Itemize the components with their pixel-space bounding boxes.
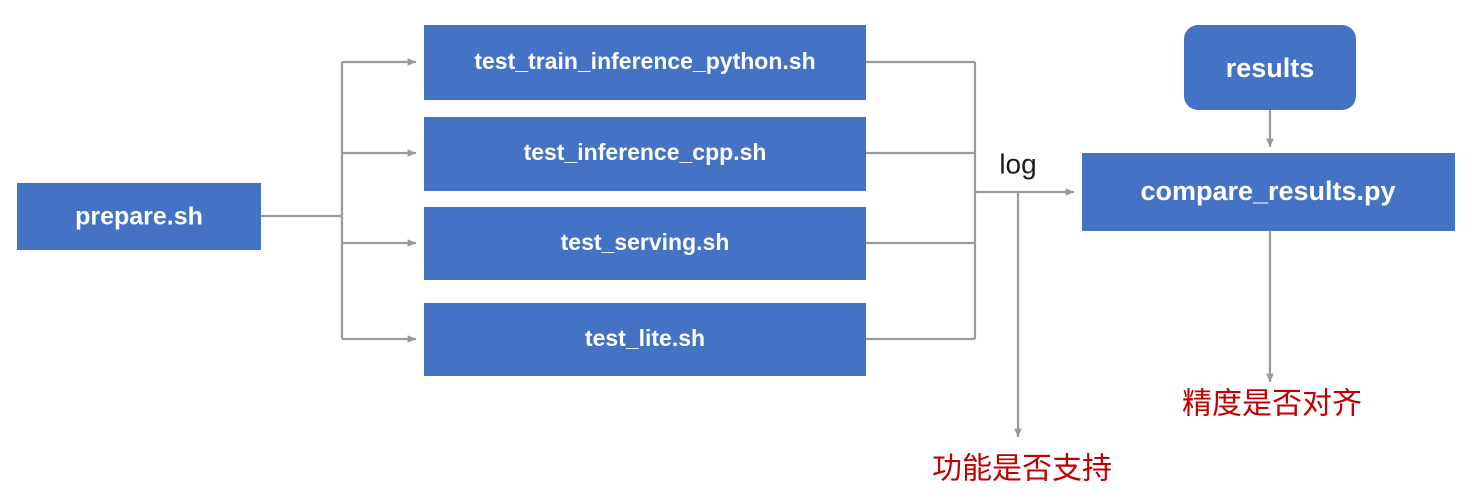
node-compare-results-label: compare_results.py (1140, 176, 1395, 206)
node-test-inference-cpp-label: test_inference_cpp.sh (524, 139, 767, 165)
node-test-serving-label: test_serving.sh (561, 229, 730, 255)
node-compare-results-shape[interactable] (1082, 153, 1455, 231)
note-function-support: 功能是否支持 (932, 452, 1112, 487)
note-precision-aligned: 精度是否对齐 (1182, 387, 1362, 422)
node-results-label: results (1226, 53, 1315, 83)
node-prepare-shape[interactable] (17, 183, 261, 250)
node-test-inference-cpp-shape[interactable] (424, 117, 866, 191)
node-results-shape[interactable] (1184, 25, 1356, 110)
node-prepare[interactable]: prepare.sh (17, 183, 261, 250)
node-test-lite-shape[interactable] (424, 303, 866, 376)
node-test-lite[interactable]: test_lite.sh (424, 303, 866, 376)
node-test-lite-label: test_lite.sh (585, 325, 705, 351)
edge-label-log: log (999, 148, 1036, 179)
edges-merge-to-compare (866, 60, 1075, 438)
node-test-serving[interactable]: test_serving.sh (424, 207, 866, 280)
node-test-train-inference-python-label: test_train_inference_python.sh (474, 48, 815, 74)
node-compare-results[interactable]: compare_results.py (1082, 153, 1455, 231)
node-test-train-inference-python-shape[interactable] (424, 25, 866, 100)
edges-prepare-fanout (261, 58, 417, 343)
node-results[interactable]: results (1184, 25, 1356, 110)
node-prepare-label: prepare.sh (75, 203, 203, 231)
node-test-serving-shape[interactable] (424, 207, 866, 280)
node-test-train-inference-python[interactable]: test_train_inference_python.sh (424, 25, 866, 100)
node-test-inference-cpp[interactable]: test_inference_cpp.sh (424, 117, 866, 191)
